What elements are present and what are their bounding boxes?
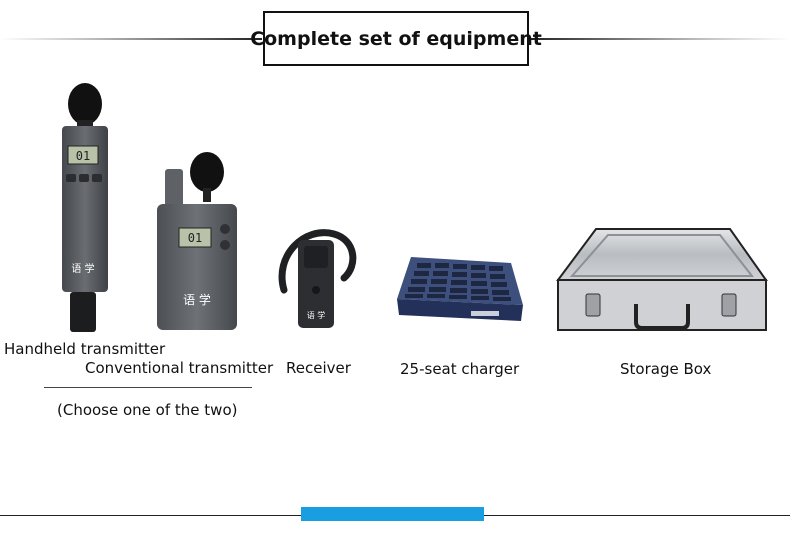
svg-text:01: 01 [188, 231, 202, 245]
conventional-transmitter-icon: 01 语 学 [157, 152, 237, 330]
page-title: Complete set of equipment [250, 11, 542, 66]
footer-accent-bar [301, 507, 484, 521]
choice-divider [44, 387, 252, 388]
header-line-left [0, 38, 262, 40]
label-receiver: Receiver [286, 359, 351, 377]
label-conventional-transmitter: Conventional transmitter [85, 359, 274, 377]
label-storage-box: Storage Box [620, 360, 712, 378]
svg-text:语 学: 语 学 [307, 310, 326, 320]
svg-text:语 学: 语 学 [71, 262, 94, 275]
label-charger: 25-seat charger [400, 360, 520, 378]
handheld-transmitter-icon: 01 语 学 [62, 83, 108, 332]
label-handheld-transmitter: Handheld transmitter [4, 340, 166, 358]
svg-text:01: 01 [76, 149, 90, 163]
charger-icon [397, 257, 523, 321]
header-line-right [529, 38, 790, 40]
storage-box-icon [556, 228, 768, 331]
receiver-icon: 语 学 [278, 229, 357, 328]
svg-text:语 学: 语 学 [183, 292, 211, 307]
choice-note: (Choose one of the two) [57, 401, 238, 419]
